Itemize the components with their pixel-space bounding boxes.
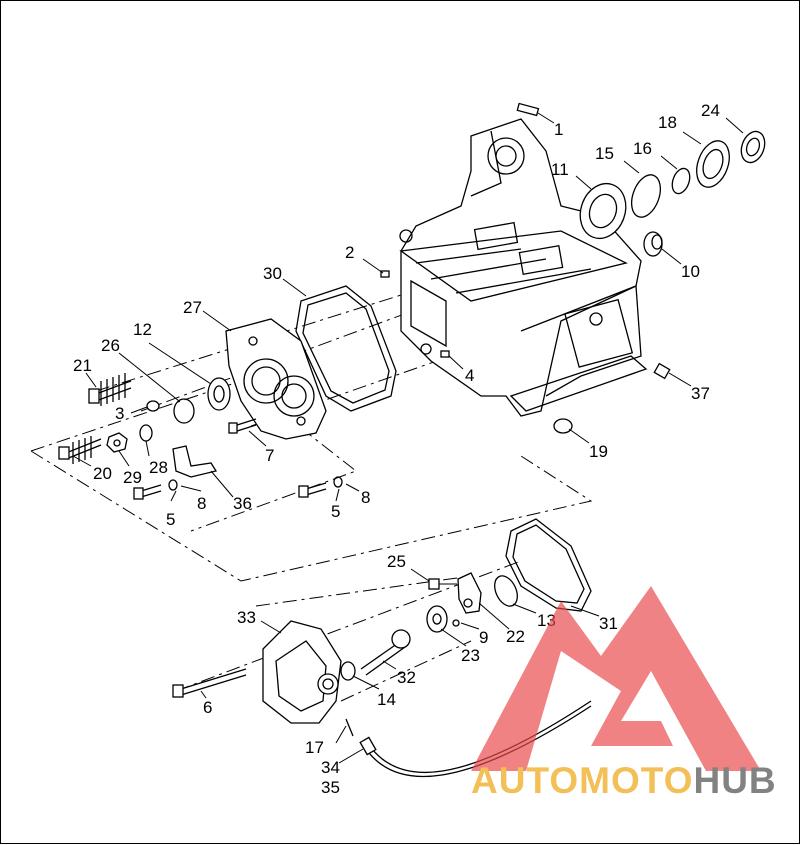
label-20: 20 bbox=[93, 464, 112, 483]
watermark-logo: AUTOMOTOHUB bbox=[471, 586, 777, 801]
spacer-24 bbox=[740, 130, 766, 164]
gasket-30 bbox=[295, 285, 397, 412]
label-17: 17 bbox=[305, 738, 324, 757]
side-cover-33 bbox=[262, 620, 342, 724]
nut-29 bbox=[106, 432, 128, 453]
o-ring-16 bbox=[671, 167, 691, 195]
o-ring-26 bbox=[173, 398, 195, 424]
label-36: 36 bbox=[233, 494, 252, 513]
label-28: 28 bbox=[149, 458, 168, 477]
retaining-ring-13 bbox=[494, 575, 518, 607]
push-rod-32 bbox=[360, 629, 411, 676]
label-33: 33 bbox=[237, 608, 256, 627]
label-15: 15 bbox=[595, 144, 614, 163]
leader-lines bbox=[72, 112, 744, 764]
washer-28 bbox=[139, 424, 153, 442]
bolt-5-right bbox=[298, 476, 343, 498]
label-11: 11 bbox=[551, 160, 569, 179]
label-19: 19 bbox=[589, 442, 608, 461]
label-35: 35 bbox=[321, 778, 340, 797]
label-14: 14 bbox=[377, 690, 396, 709]
label-6: 6 bbox=[203, 698, 212, 717]
label-5-right: 5 bbox=[331, 502, 340, 521]
bolt-5-left bbox=[133, 479, 178, 500]
logo-text-hub: HUB bbox=[693, 760, 776, 801]
bolt-20 bbox=[58, 436, 102, 464]
svg-text:AUTOMOTOHUB: AUTOMOTOHUB bbox=[471, 760, 777, 801]
snap-ring-15 bbox=[631, 174, 661, 218]
label-9: 9 bbox=[479, 628, 488, 647]
label-23: 23 bbox=[461, 646, 480, 665]
bushing-10 bbox=[643, 231, 663, 257]
plug-37 bbox=[653, 362, 671, 380]
stud-7 bbox=[228, 418, 257, 434]
logo-text-moto: MOTO bbox=[579, 760, 693, 801]
label-32: 32 bbox=[397, 668, 416, 687]
label-4: 4 bbox=[465, 366, 474, 385]
label-8-left: 8 bbox=[197, 494, 206, 513]
cable-34-35 bbox=[359, 700, 592, 778]
gasket-31 bbox=[505, 518, 592, 612]
transmission-case bbox=[399, 118, 648, 417]
label-31: 31 bbox=[599, 614, 618, 633]
label-29: 29 bbox=[123, 468, 142, 487]
label-18: 18 bbox=[658, 113, 677, 132]
label-3: 3 bbox=[115, 404, 124, 423]
label-12: 12 bbox=[133, 320, 152, 339]
callout-labels: 1 2 3 4 5 5 6 7 8 8 9 10 11 12 13 14 15 … bbox=[73, 101, 720, 797]
label-1: 1 bbox=[554, 120, 563, 139]
bracket-36 bbox=[172, 445, 218, 478]
label-27: 27 bbox=[183, 298, 202, 317]
label-37: 37 bbox=[691, 384, 710, 403]
label-24: 24 bbox=[701, 101, 720, 120]
dowel-pin-1 bbox=[516, 102, 540, 117]
bearing-11 bbox=[579, 182, 627, 240]
label-5-left: 5 bbox=[166, 510, 175, 529]
lever-22 bbox=[457, 572, 482, 614]
dowel-3 bbox=[146, 400, 160, 412]
label-34: 34 bbox=[321, 758, 340, 777]
label-10: 10 bbox=[681, 262, 700, 281]
cover-27 bbox=[225, 318, 327, 440]
ball-9 bbox=[452, 619, 460, 627]
bearing-12 bbox=[207, 377, 231, 411]
label-30: 30 bbox=[263, 264, 282, 283]
seal-18 bbox=[696, 140, 730, 188]
washer-23 bbox=[426, 605, 448, 633]
label-22: 22 bbox=[506, 627, 525, 646]
label-16: 16 bbox=[633, 139, 652, 158]
o-ring-14 bbox=[340, 661, 356, 681]
logo-triangle-mark bbox=[471, 586, 761, 771]
label-25: 25 bbox=[387, 552, 406, 571]
fitting-17 bbox=[345, 718, 354, 737]
label-26: 26 bbox=[101, 336, 120, 355]
dowel-19 bbox=[553, 418, 573, 434]
label-7: 7 bbox=[265, 446, 274, 465]
screw-25 bbox=[428, 578, 457, 590]
logo-text-auto: AUTO bbox=[471, 760, 579, 801]
label-2: 2 bbox=[345, 243, 354, 262]
label-8-right: 8 bbox=[361, 488, 370, 507]
dowels-2-4 bbox=[380, 270, 450, 358]
label-21: 21 bbox=[73, 356, 92, 375]
bolt-21 bbox=[88, 373, 132, 406]
bolt-6 bbox=[172, 668, 247, 698]
